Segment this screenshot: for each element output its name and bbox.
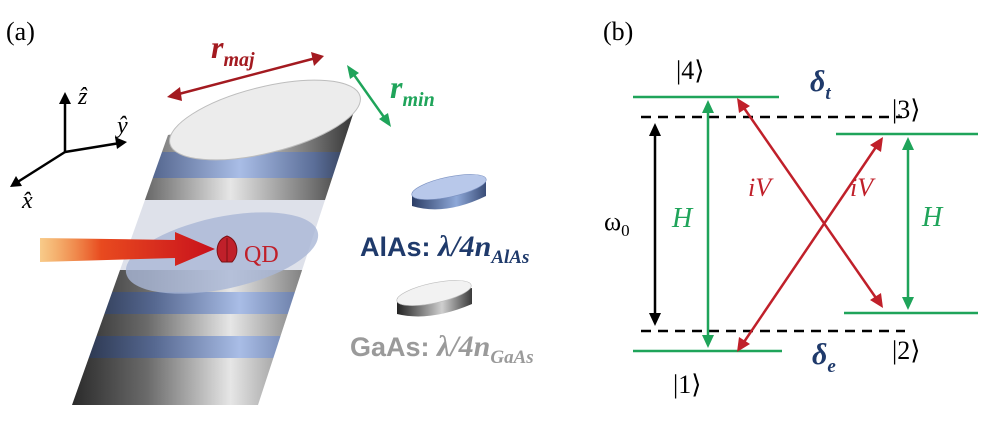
iv-right-label: iV — [850, 173, 876, 202]
y-axis-label: ŷ — [115, 113, 128, 139]
r-minor-label: rmin — [390, 69, 435, 111]
x-arrowhead — [10, 176, 22, 187]
r-major-label: rmaj — [211, 29, 255, 71]
state-4-label: |4⟩ — [676, 56, 704, 85]
state-3-label: |3⟩ — [892, 95, 920, 124]
laser-beam — [40, 232, 215, 266]
qd-label: QD — [244, 242, 279, 268]
state-1-label: |1⟩ — [673, 370, 701, 399]
quantum-dot — [216, 235, 238, 263]
h-coupling-right-arrow — [902, 137, 914, 310]
alas-label: AlAs: λ/4nAlAs — [360, 230, 529, 268]
y-arrowhead — [115, 137, 127, 149]
delta-t-label: δt — [810, 65, 831, 104]
omega0-label: ω0 — [604, 207, 630, 240]
panel-b-label: (b) — [603, 17, 633, 46]
iv-left-label: iV — [748, 173, 774, 202]
state-2-label: |2⟩ — [892, 336, 920, 365]
iv-coupling-arrow-2 — [737, 137, 883, 352]
energy-levels — [633, 95, 978, 353]
iv-coupling-arrow-1 — [737, 98, 883, 308]
alas-layer-icon — [411, 174, 487, 210]
y-axis — [64, 141, 121, 154]
gaas-layer-icon — [396, 280, 472, 317]
z-axis-label: ẑ — [77, 84, 88, 110]
h-coupling-left-arrow — [702, 100, 714, 348]
panel-a-label: (a) — [6, 17, 35, 46]
gaas-label: GaAs: λ/4nGaAs — [350, 330, 534, 368]
r-major-arrow — [167, 52, 324, 101]
coordinate-axes — [10, 92, 127, 187]
h-left-label: H — [671, 203, 694, 234]
x-axis-label: x̂ — [21, 188, 33, 214]
r-minor-arrow — [347, 65, 391, 127]
h-right-label: H — [921, 202, 944, 233]
reference-levels — [641, 115, 905, 333]
delta-e-label: δe — [812, 338, 836, 377]
omega0-arrow — [649, 123, 661, 326]
x-axis — [15, 150, 66, 185]
z-arrowhead — [59, 92, 71, 104]
pillar-top-face — [169, 79, 361, 161]
micropillar — [72, 79, 361, 405]
